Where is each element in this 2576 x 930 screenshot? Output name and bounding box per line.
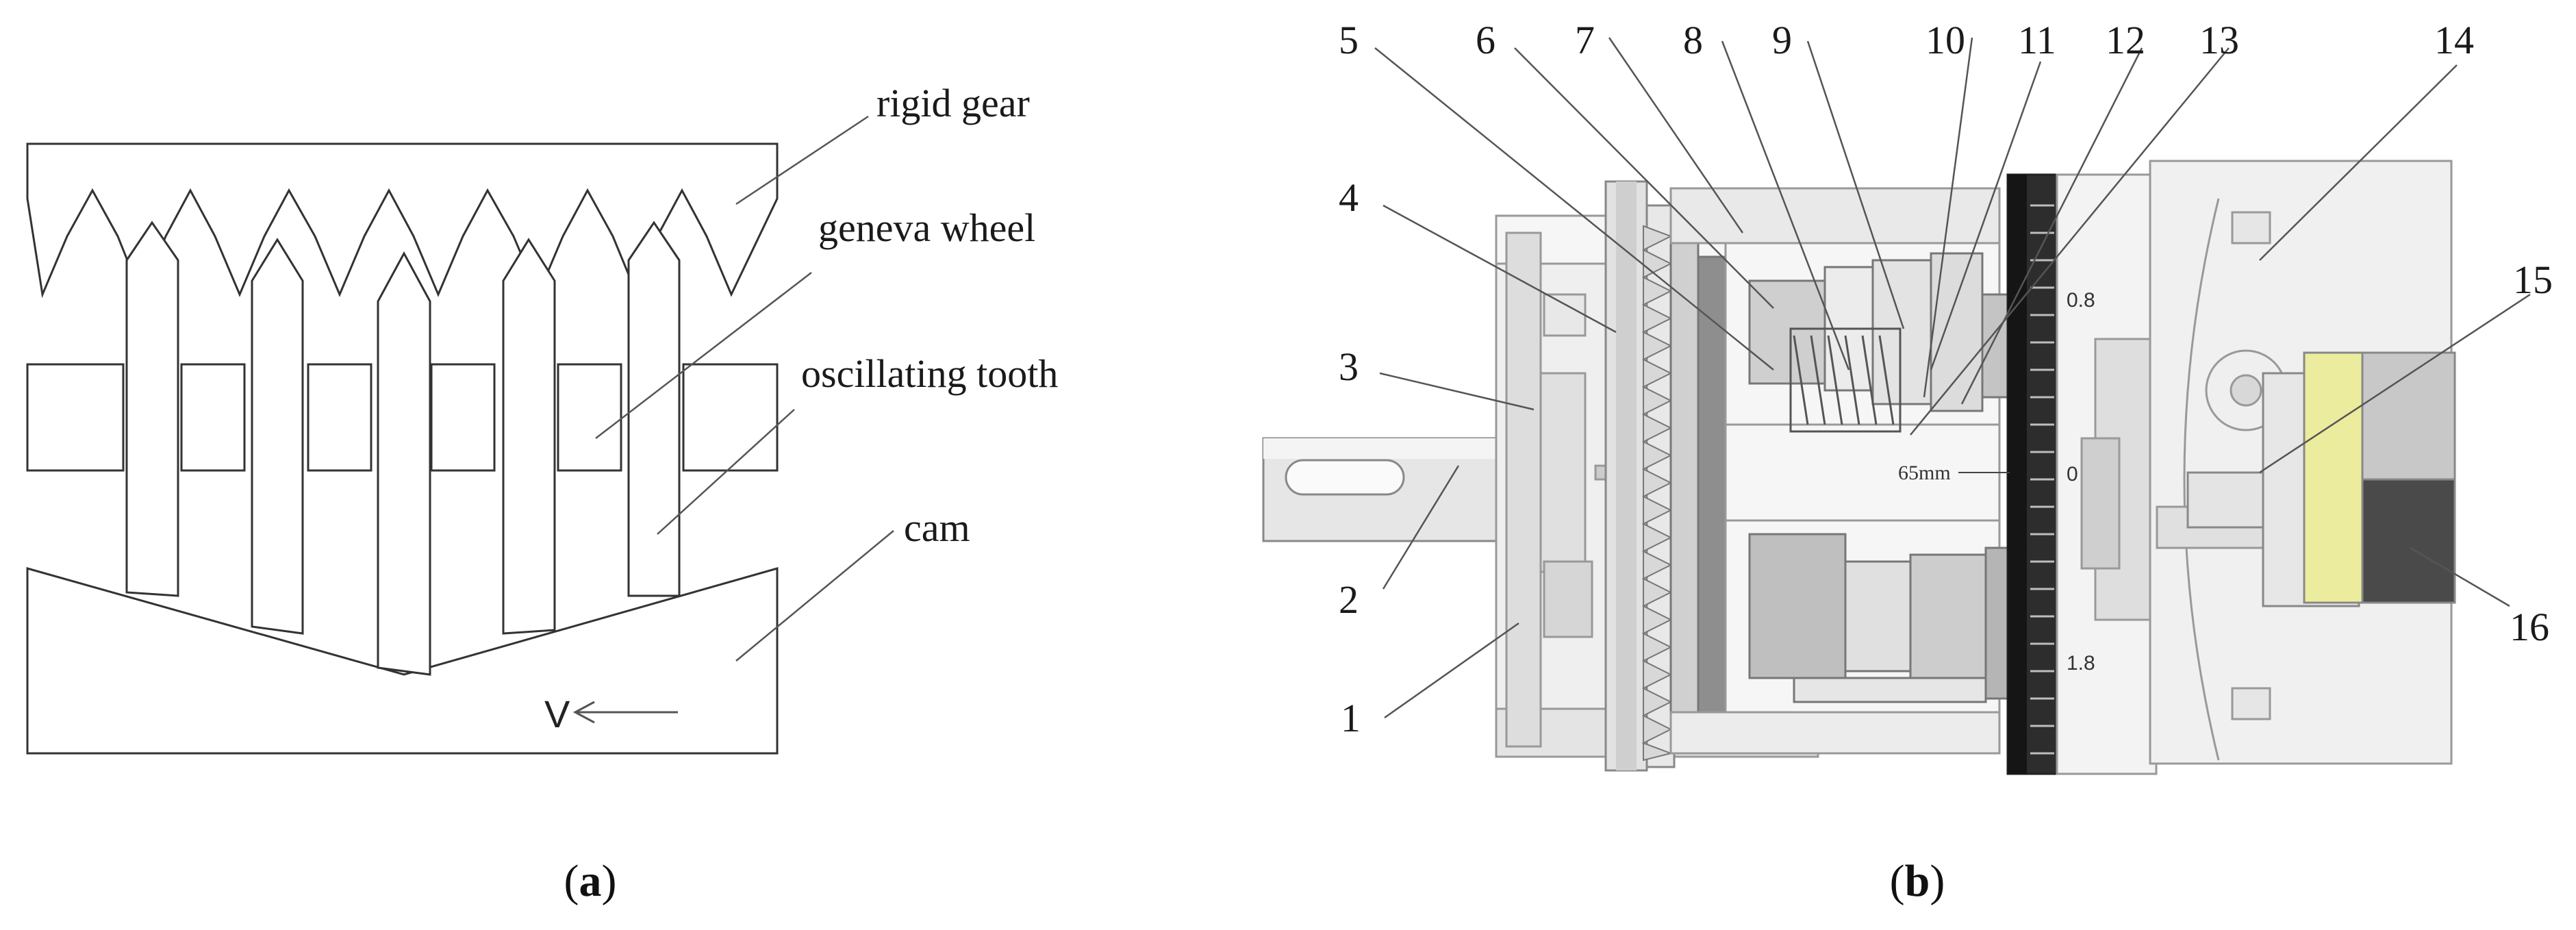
velocity-arrow xyxy=(572,701,678,724)
sawtooth-ring xyxy=(1641,225,1674,762)
label-rigid-gear: rigid gear xyxy=(876,81,1030,125)
part-number-3: 3 xyxy=(1339,344,1359,389)
part-number-1: 1 xyxy=(1341,696,1361,740)
panel-a-diagram xyxy=(26,115,894,755)
panel-b-leader-lines xyxy=(1374,37,2531,719)
part-number-8: 8 xyxy=(1683,18,1703,62)
output-shaft xyxy=(1262,437,1525,542)
spring-coil xyxy=(1789,327,1902,433)
part-number-2: 2 xyxy=(1339,577,1359,622)
part-number-10: 10 xyxy=(1925,18,1965,62)
scale-label-65mm: 65mm xyxy=(1898,462,1951,484)
part-number-14: 14 xyxy=(2434,18,2474,62)
oscillating-tooth xyxy=(251,238,304,635)
part-number-6: 6 xyxy=(1476,18,1495,62)
label-oscillating-tooth: oscillating tooth xyxy=(801,351,1058,396)
oscillating-tooth xyxy=(502,238,556,635)
part-number-13: 13 xyxy=(2199,18,2239,62)
label-cam: cam xyxy=(904,505,970,550)
part-number-5: 5 xyxy=(1339,18,1359,62)
dial-mark-top: 0.8 xyxy=(2067,289,2095,312)
caption-a: (a) xyxy=(564,856,617,906)
oscillating-tooth xyxy=(125,221,179,597)
label-geneva-wheel: geneva wheel xyxy=(818,205,1035,250)
dial-ring xyxy=(2006,173,2058,775)
oscillating-teeth xyxy=(125,221,681,676)
oscillating-tooth xyxy=(627,221,681,597)
cam-shape xyxy=(26,567,779,755)
part-number-11: 11 xyxy=(2018,18,2056,62)
panel-a-leader-lines xyxy=(595,115,894,662)
part-number-16: 16 xyxy=(2510,605,2549,649)
dial-mark-bottom: 1.8 xyxy=(2067,652,2095,675)
part-number-12: 12 xyxy=(2106,18,2145,62)
dial-mark-middle: 0 xyxy=(2067,463,2078,486)
caption-b: (b) xyxy=(1890,856,1945,906)
geneva-wheel-shape xyxy=(26,363,779,472)
flange-disk xyxy=(1604,180,1676,772)
panel-b-assembly-drawing: 0.8 0 1.8 65mm xyxy=(1262,37,2531,775)
motor-coupling xyxy=(2186,351,2456,607)
oscillating-tooth xyxy=(377,251,431,676)
label-velocity: V xyxy=(544,692,570,736)
part-number-7: 7 xyxy=(1575,18,1595,62)
part-number-4: 4 xyxy=(1339,175,1359,220)
part-number-15: 15 xyxy=(2513,257,2553,302)
part-number-9: 9 xyxy=(1772,18,1792,62)
